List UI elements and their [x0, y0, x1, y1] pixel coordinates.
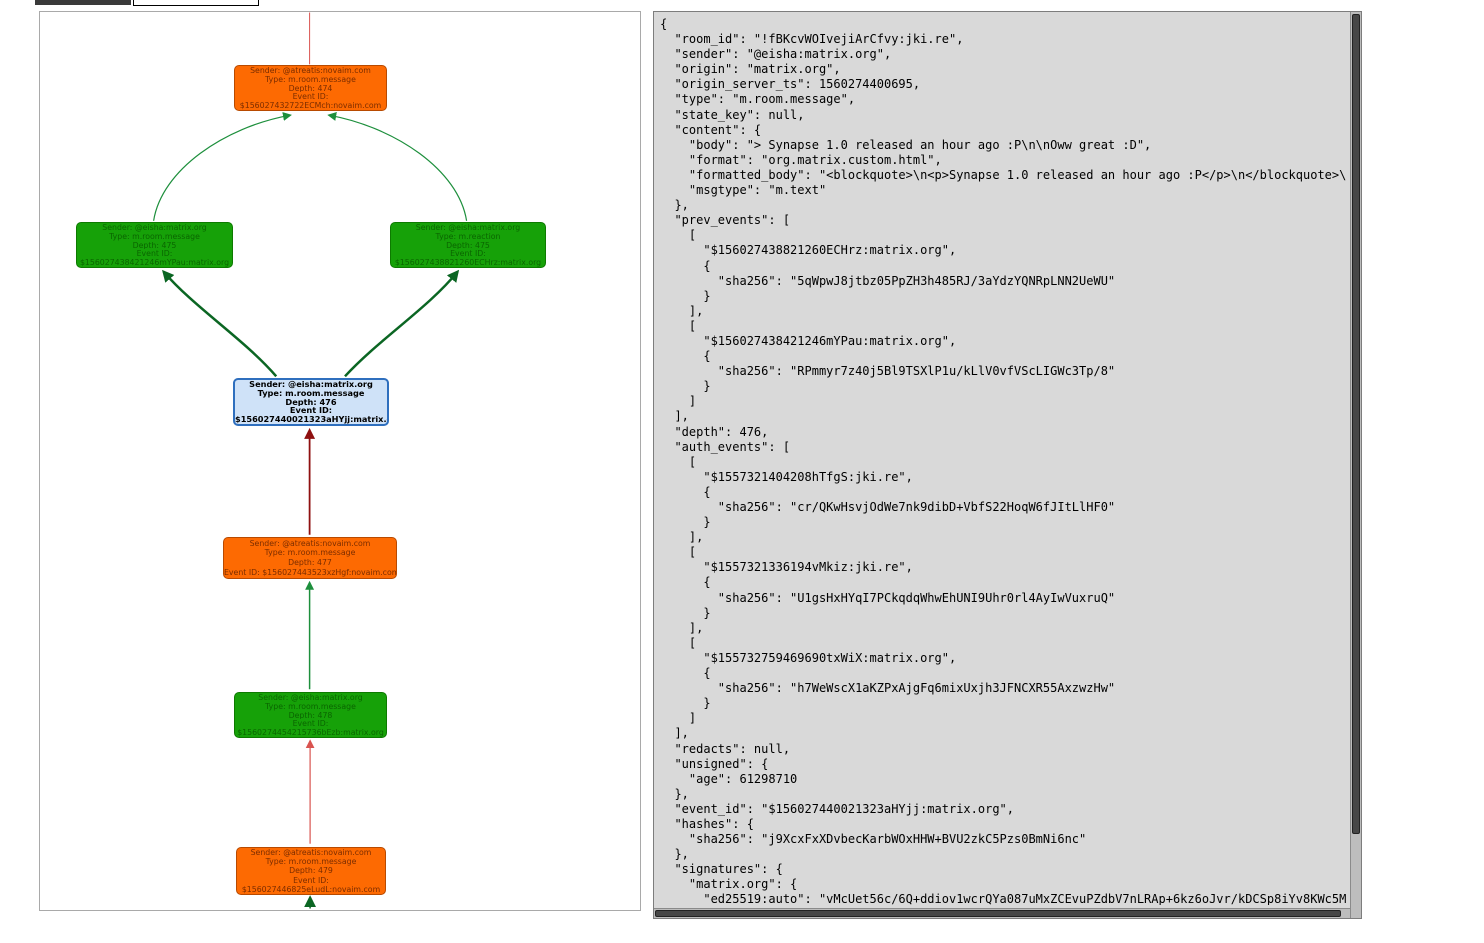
- event-json-panel: { "room_id": "!fBKcvWOIvejiArCfvy:jki.re…: [653, 11, 1362, 919]
- node-eventid-label: Event ID:: [136, 249, 173, 259]
- node-eventid-label: Event ID:: [292, 719, 329, 729]
- node-depth: Depth: 476: [285, 397, 337, 407]
- horizontal-scrollbar-thumb[interactable]: [655, 910, 1341, 917]
- node-depth: Depth: 475: [132, 240, 177, 250]
- node-depth: Depth: 479: [289, 866, 333, 876]
- node-eventid-label: Event ID:: [450, 249, 486, 259]
- edge-476-475R: [344, 269, 460, 378]
- cropped-toolbar-input[interactable]: [133, 0, 259, 6]
- node-type: Type: m.room.message: [265, 701, 356, 711]
- dag-edges: [153, 12, 468, 909]
- node-sender: Sender: @atreatis:novaim.com: [249, 538, 371, 548]
- edge-476-475L: [162, 269, 278, 378]
- horizontal-scrollbar[interactable]: [654, 908, 1350, 918]
- node-eventid: $156027432722ECMch:novaim.com: [239, 101, 382, 110]
- event-node-476-selected[interactable]: Sender: @eisha:matrix.org Type: m.room.m…: [233, 378, 389, 426]
- event-json-text[interactable]: { "room_id": "!fBKcvWOIvejiArCfvy:jki.re…: [660, 17, 1347, 905]
- event-node-475-ECHrz[interactable]: Sender: @eisha:matrix.org Type: m.reacti…: [390, 222, 546, 268]
- event-node-477[interactable]: Sender: @atreatis:novaim.com Type: m.roo…: [223, 537, 397, 579]
- vertical-scrollbar[interactable]: [1350, 12, 1361, 918]
- edge-475R-474: [327, 112, 468, 221]
- node-eventid: $1560274454215736bEzb:matrix.org: [237, 728, 384, 737]
- node-eventid-label: Event ID:: [289, 406, 333, 416]
- event-dag-panel: Sender: @atreatis:novaim.com Type: m.roo…: [39, 11, 641, 911]
- node-type: Type: m.reaction: [435, 231, 501, 241]
- node-type: Type: m.room.message: [265, 74, 356, 84]
- node-sender: Sender: @eisha:matrix.org: [415, 223, 521, 232]
- node-depth: Depth: 477: [288, 558, 332, 567]
- edge-475L-474: [153, 112, 292, 221]
- node-sender: Sender: @eisha:matrix.org: [249, 380, 373, 389]
- event-node-474[interactable]: Sender: @atreatis:novaim.com Type: m.roo…: [234, 65, 387, 111]
- event-node-475-mYPau[interactable]: Sender: @eisha:matrix.org Type: m.room.m…: [76, 222, 233, 268]
- node-eventid-label: Event ID:: [293, 875, 329, 885]
- node-sender: Sender: @eisha:matrix.org: [258, 693, 363, 702]
- node-depth: Depth: 474: [288, 83, 333, 93]
- node-eventid: Event ID: $156027443523xzHgf:novaim.com: [224, 567, 396, 577]
- node-sender: Sender: @eisha:matrix.org: [102, 223, 207, 232]
- node-type: Type: m.room.message: [265, 857, 357, 867]
- node-eventid-label: Event ID:: [292, 92, 329, 102]
- node-type: Type: m.room.message: [109, 231, 200, 241]
- node-depth: Depth: 475: [446, 240, 490, 250]
- event-node-478[interactable]: Sender: @eisha:matrix.org Type: m.room.m…: [234, 692, 387, 738]
- node-eventid: $156027440021323aHYjj:matrix.org: [235, 415, 387, 424]
- node-eventid: $156027438821260ECHrz:matrix.org: [394, 258, 542, 267]
- node-eventid: $156027446825eLudL:novaim.com: [241, 884, 381, 894]
- node-type: Type: m.room.message: [257, 388, 365, 398]
- node-eventid: $156027438421246mYPau:matrix.org: [79, 258, 230, 267]
- vertical-scrollbar-thumb[interactable]: [1352, 14, 1360, 834]
- cropped-toolbar-button[interactable]: [35, 0, 131, 5]
- event-node-479[interactable]: Sender: @atreatis:novaim.com Type: m.roo…: [236, 847, 386, 895]
- node-depth: Depth: 478: [288, 710, 333, 720]
- node-type: Type: m.room.message: [264, 548, 356, 558]
- node-sender: Sender: @atreatis:novaim.com: [250, 66, 371, 75]
- node-sender: Sender: @atreatis:novaim.com: [250, 848, 372, 857]
